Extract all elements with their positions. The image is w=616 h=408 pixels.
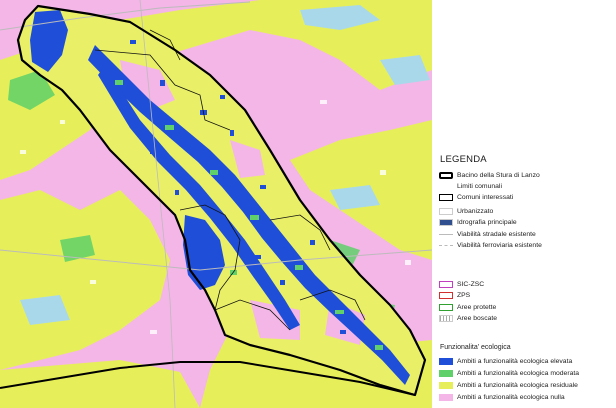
basin-boundary [0,361,416,396]
elevata-block [30,10,68,72]
legend-item: Aree protette [439,302,616,312]
legend-label: Bacino della Stura di Lanzo [457,171,540,179]
ecology-legend-item: Ambiti a funzionalità ecologica moderata [439,368,616,378]
legend-label: SIC-ZSC [457,280,485,288]
legend-item: Viabilità ferroviaria esistente [439,240,616,250]
legend-symbol [439,314,453,322]
legend-label: Aree protette [457,303,497,311]
ecology-label: Ambiti a funzionalità ecologica nulla [457,393,565,401]
ecology-swatch [439,369,453,377]
residuale-area [0,190,170,370]
river-corridor [98,65,300,330]
legend-symbol [439,193,453,201]
legend-label: Viabilità ferroviaria esistente [457,241,542,249]
lightblue-area [300,5,380,30]
lightblue-area [380,55,430,85]
legend-label: ZPS [457,291,471,299]
legend-symbol [439,303,453,311]
lightblue-area [330,185,380,210]
legend-item: Idrografia principale [439,217,616,227]
basin-boundary [16,4,427,397]
moderata-area [8,70,55,110]
legend-label: Limiti comunali [457,182,502,190]
legend-item: SIC-ZSC [439,279,616,289]
legend-item: Bacino della Stura di Lanzo [439,170,616,180]
legend-label: Aree boscate [457,314,498,322]
legend-symbol [439,207,453,215]
legend-symbol [439,244,453,246]
ecology-swatch [439,393,453,401]
ecology-legend-item: Ambiti a funzionalità ecologica nulla [439,392,616,402]
moderata-area [60,235,95,262]
legend-item: Limiti comunali [439,181,616,191]
ecology-section-title: Funzionalita' ecologica [440,344,511,351]
lightblue-area [20,295,70,325]
ecology-label: Ambiti a funzionalità ecologica moderata [457,369,580,377]
legend-label: Urbanizzato [457,207,494,215]
urban-patches [20,100,411,334]
legend-symbol [439,280,453,288]
legend-symbol [439,218,453,226]
legend-item: Aree boscate [439,313,616,323]
ecology-legend-item: Ambiti a funzionalità ecologica elevata [439,356,616,366]
legend-symbol [439,171,453,179]
legend-item: Comuni interessati [439,192,616,202]
legend-item: ZPS [439,290,616,300]
nulla-area [120,60,175,110]
legend-title: LEGENDA [440,154,487,165]
legend-label: Comuni interessati [457,193,514,201]
legend-symbol [439,291,453,299]
nulla-area [230,140,265,178]
legend-item: Viabilità stradale esistente [439,229,616,239]
map[interactable] [0,0,432,408]
elevata-block [183,215,225,290]
ecology-swatch [439,357,453,365]
road-line [0,1,251,31]
residuale-area [0,360,200,408]
ecology-swatch [439,381,453,389]
ecology-label: Ambiti a funzionalità ecologica elevata [457,357,573,365]
municipal-boundaries [94,29,366,331]
legend-item: Urbanizzato [439,206,616,216]
ecology-legend-item: Ambiti a funzionalità ecologica residual… [439,380,616,390]
legend-symbol [439,233,453,235]
legend-label: Idrografia principale [457,218,517,226]
legend-label: Viabilità stradale esistente [457,230,536,238]
ecology-label: Ambiti a funzionalità ecologica residual… [457,381,578,389]
